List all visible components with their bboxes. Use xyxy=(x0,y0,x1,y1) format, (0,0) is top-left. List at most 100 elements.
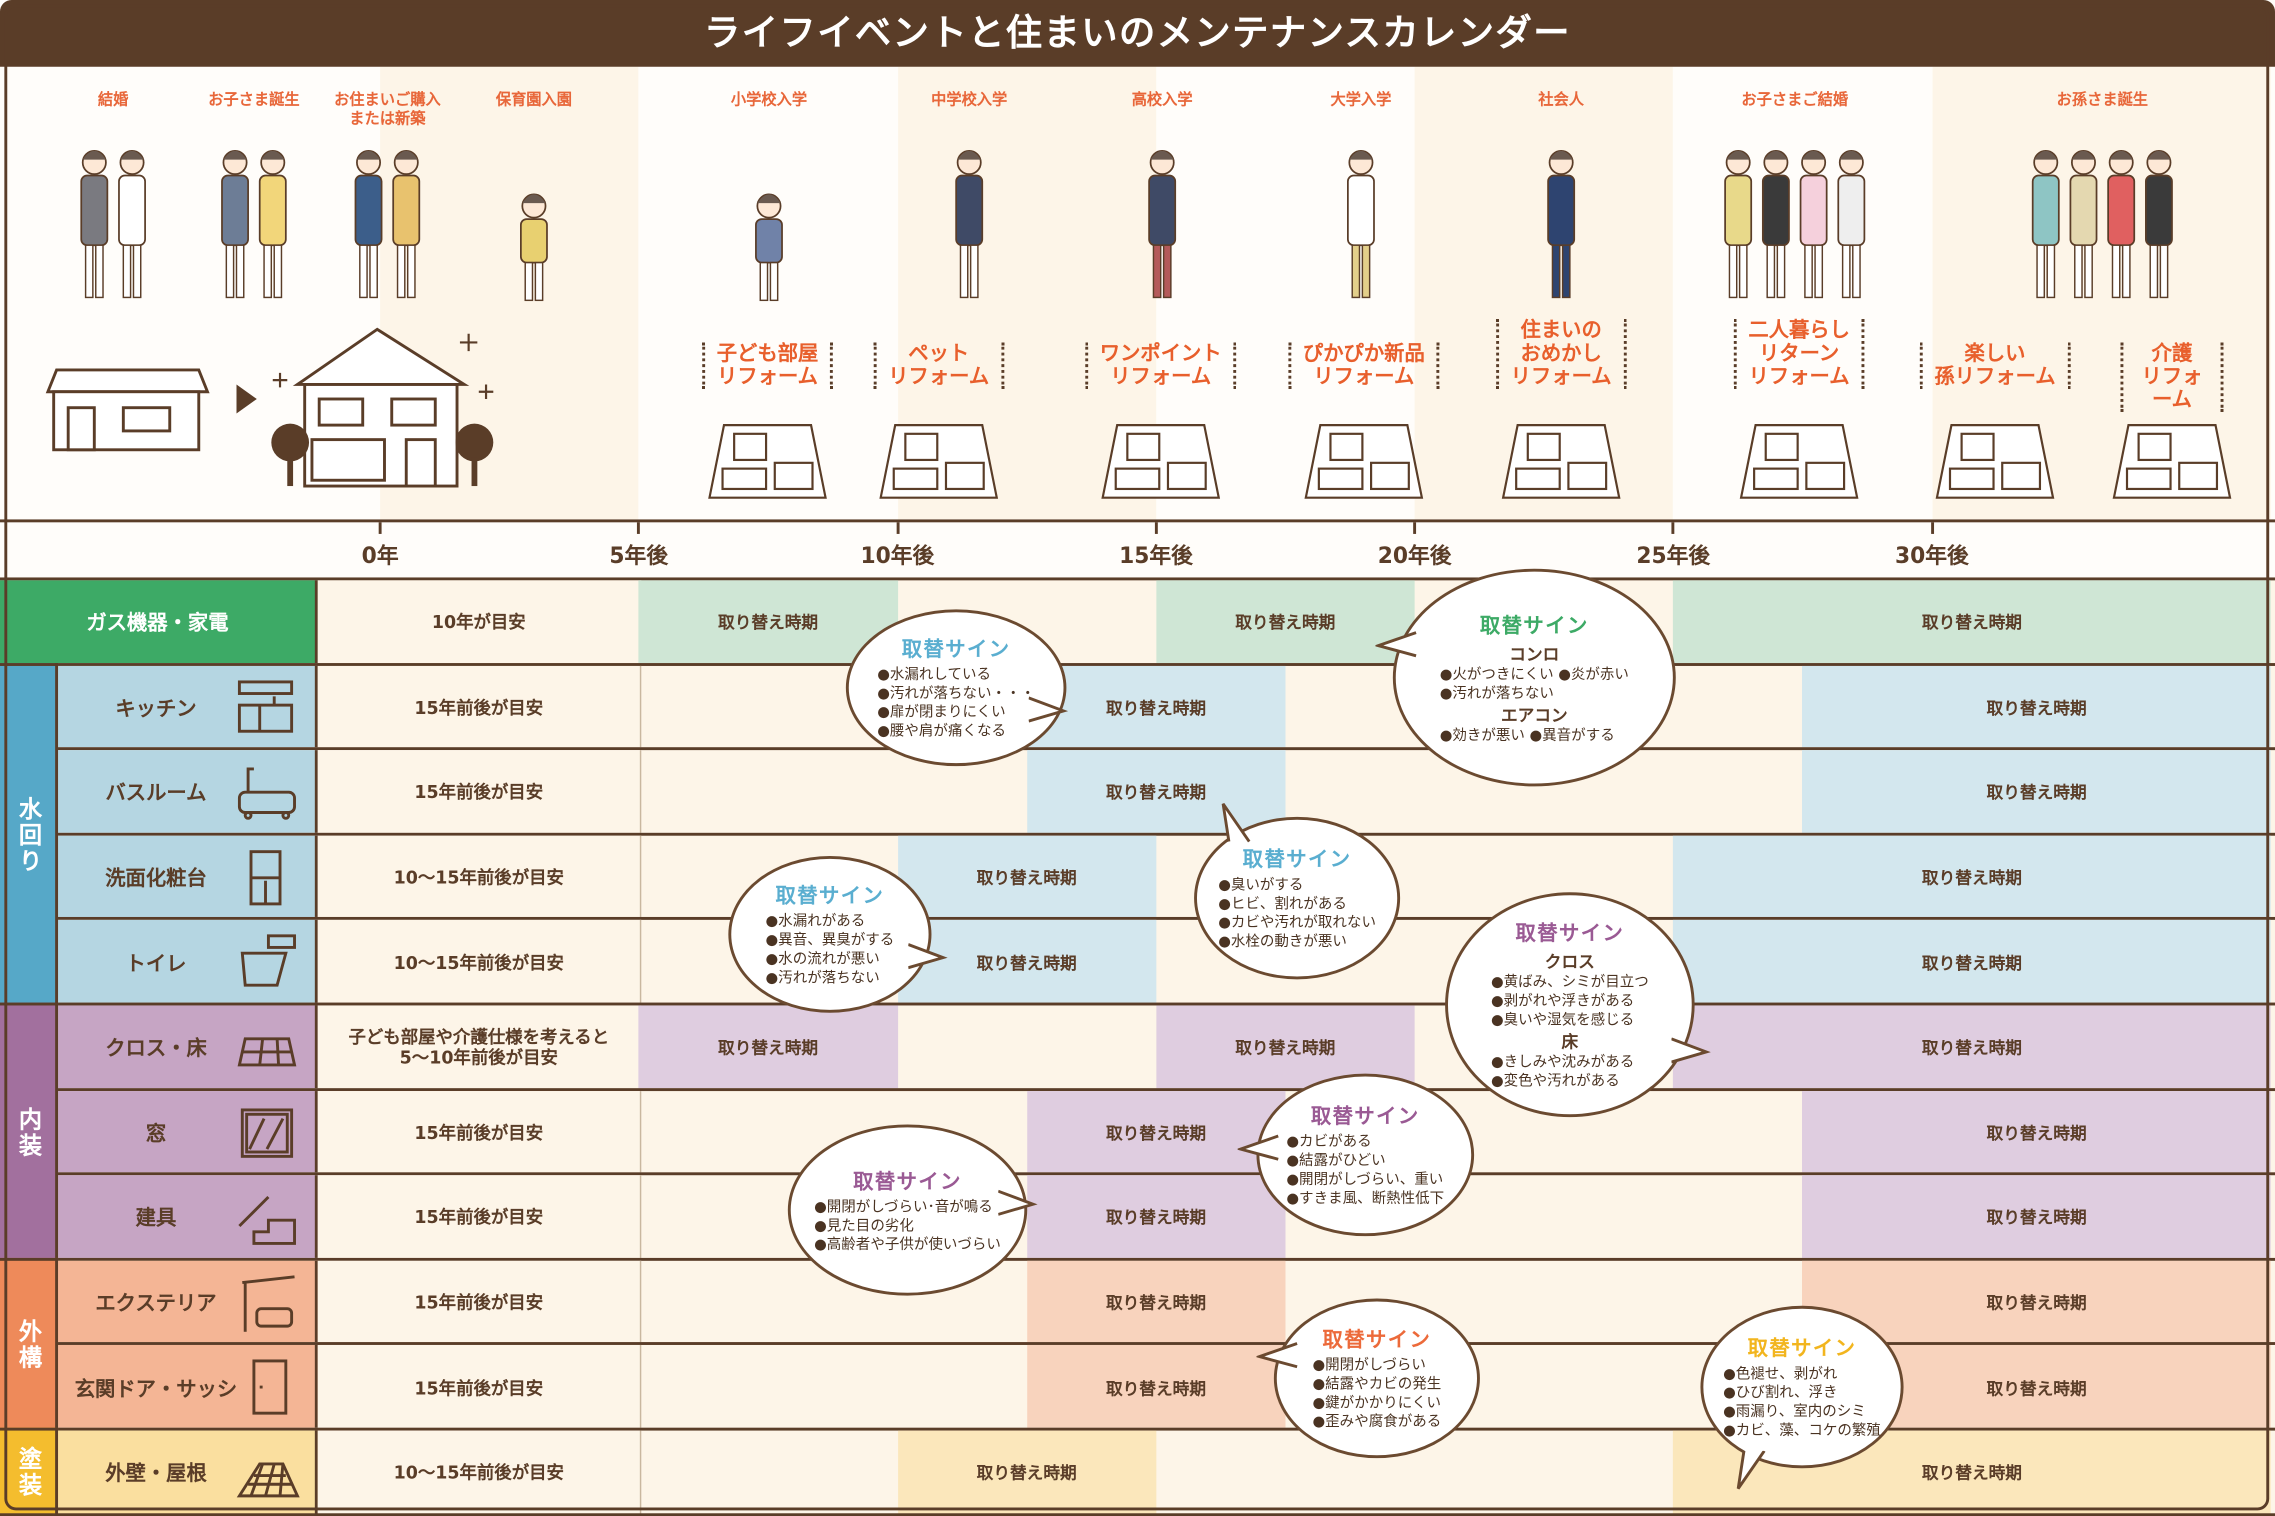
bubble-heading: クロス xyxy=(1544,951,1595,973)
axis-tick-mark xyxy=(1413,522,1417,534)
bubble-item: ●扉が閉まりにくい xyxy=(877,705,1006,722)
row-label: 洗面化粧台 xyxy=(58,835,318,921)
bubble-item: ●臭いがする xyxy=(1218,877,1304,894)
group-label: 内装 xyxy=(0,1002,59,1261)
life-event-label: 結婚 xyxy=(97,91,129,109)
row-label: ガス機器・家電 xyxy=(0,580,318,666)
room-illustration xyxy=(2112,424,2232,499)
room-illustration xyxy=(1935,424,2055,499)
bubble-tail xyxy=(1028,696,1069,723)
row-label: キッチン xyxy=(58,665,318,751)
bubble-title: 取替サイン xyxy=(1747,1337,1857,1361)
bubble-body: ●カビがある●結露がひどい●開閉がしづらい、重い●すきま風、断熱性低下 xyxy=(1286,1133,1444,1208)
life-event-label: 高校入学 xyxy=(1131,91,1193,109)
row-label-text: 玄関ドア・サッシ xyxy=(74,1377,238,1402)
bubble-item: ●鍵がかかりにくい xyxy=(1312,1395,1441,1412)
period-label: 取り替え時期 xyxy=(1921,867,2022,889)
bubble-item: ●異音、異臭がする xyxy=(765,932,895,949)
bubble-tail xyxy=(908,943,948,970)
row-guide: 15年前後が目安 xyxy=(317,1090,642,1176)
bubble-title: 取替サイン xyxy=(1515,922,1625,946)
replacement-sign-bubble: 取替サイン●水漏れがある●異音、異臭がする●水の流れが悪い●汚れが落ちない xyxy=(728,856,932,1013)
room-illustration xyxy=(1739,424,1859,499)
row-label-text: 窓 xyxy=(145,1122,167,1147)
replacement-sign-bubble: 取替サインコンロ●火がつきにくい ●炎が赤い●汚れが落ちないエアコン●効きが悪い… xyxy=(1392,568,1676,787)
replacement-period: 取り替え時期 xyxy=(1026,1175,1286,1261)
life-event-label: お子さま誕生 xyxy=(208,91,300,109)
replacement-sign-bubble: 取替サインクロス●黄ばみ、シミが目立つ●剥がれや浮きがある●臭いや湿気を感じる床… xyxy=(1445,892,1695,1118)
replacement-period: 取り替え時期 xyxy=(1673,835,2271,921)
bubble-body: クロス●黄ばみ、シミが目立つ●剥がれや浮きがある●臭いや湿気を感じる床●きしみや… xyxy=(1491,950,1649,1091)
axis-tick-mark xyxy=(1671,522,1675,534)
row-label: 窓 xyxy=(58,1090,318,1176)
replacement-period: 取り替え時期 xyxy=(1802,665,2271,751)
period-label: 取り替え時期 xyxy=(1235,612,1336,634)
house-illustration xyxy=(45,327,494,488)
period-label: 取り替え時期 xyxy=(1105,1292,1207,1314)
axis-tick-mark xyxy=(378,522,382,534)
period-label: 取り替え時期 xyxy=(718,1037,819,1059)
life-event-label: 保育園入園 xyxy=(495,91,573,109)
replacement-period: 取り替え時期 xyxy=(897,920,1156,1006)
bubble-item: ●火がつきにくい ●炎が赤い xyxy=(1439,666,1629,683)
frame-border xyxy=(4,4,2270,1511)
row-label: 玄関ドア・サッシ xyxy=(58,1345,318,1431)
roof-icon xyxy=(236,1462,300,1498)
bubble-item: ●腰や肩が痛くなる xyxy=(877,723,1006,740)
person-illustration xyxy=(1347,150,1375,299)
axis-tick-label: 25年後 xyxy=(1636,542,1711,569)
period-label: 取り替え時期 xyxy=(1105,1207,1207,1229)
row-label-text: トイレ xyxy=(125,952,187,976)
bubble-item: ●黄ばみ、シミが目立つ xyxy=(1490,974,1649,991)
bubble-item: ●ひび割れ、浮き xyxy=(1723,1385,1838,1402)
bubble-heading: エアコン xyxy=(1500,704,1568,725)
bubble-item: ●きしみや沈みがある xyxy=(1490,1054,1635,1071)
bubble-heading: コンロ xyxy=(1509,643,1560,664)
bubble-body: コンロ●火がつきにくい ●炎が赤い●汚れが落ちないエアコン●効きが悪い ●異音が… xyxy=(1440,642,1629,745)
bubble-item: ●すきま風、断熱性低下 xyxy=(1286,1191,1445,1208)
axis-tick-mark xyxy=(895,522,899,534)
bubble-item: ●変色や汚れがある xyxy=(1490,1073,1620,1090)
row-guide: 15年前後が目安 xyxy=(317,750,642,836)
life-event-label: お住まいご購入 または新築 xyxy=(334,91,441,128)
group-label: 水回り xyxy=(0,662,59,1006)
bubble-title: 取替サイン xyxy=(1242,848,1352,872)
period-label: 取り替え時期 xyxy=(1105,782,1207,804)
axis-tick-label: 15年後 xyxy=(1119,542,1193,569)
reform-label: 楽しい 孫リフォーム xyxy=(1919,342,2071,389)
row-guide: 10〜15年前後が目安 xyxy=(317,1430,642,1516)
period-label: 取り替え時期 xyxy=(1986,1377,2087,1399)
bubble-title: 取替サイン xyxy=(1479,614,1589,638)
bubble-item: ●効きが悪い ●異音がする xyxy=(1439,727,1615,744)
bubble-item: ●汚れが落ちない・・・ xyxy=(877,686,1036,703)
bubble-item: ●水の流れが悪い xyxy=(765,951,880,968)
axis-tick-label: 5年後 xyxy=(609,542,669,569)
bubble-item: ●開閉がしづらい xyxy=(1312,1358,1426,1374)
row-label: クロス・床 xyxy=(58,1005,318,1091)
period-label: 取り替え時期 xyxy=(1235,1037,1336,1059)
bubble-tail xyxy=(1221,802,1251,843)
bubble-body: ●開閉がしづらい●結露やカビの発生●鍵がかかりにくい●歪みや腐食がある xyxy=(1313,1357,1442,1432)
bubble-tail xyxy=(1375,631,1417,658)
bubble-title: 取替サイン xyxy=(775,885,885,909)
row-guide: 10〜15年前後が目安 xyxy=(317,835,642,921)
row-guide: 子ども部屋や介護仕様を考えると 5〜10年前後が目安 xyxy=(317,1005,642,1091)
row-label: 建具 xyxy=(58,1175,318,1261)
life-event-label: 中学校入学 xyxy=(931,91,1008,109)
bathtub-icon xyxy=(237,767,296,821)
reform-label: 介護 リフォーム xyxy=(2120,342,2224,413)
row-guide: 15年前後が目安 xyxy=(317,1175,642,1261)
row-label-text: 建具 xyxy=(135,1207,177,1232)
life-event-label: 小学校入学 xyxy=(730,91,808,109)
room-illustration xyxy=(879,424,999,499)
axis-tick-label: 20年後 xyxy=(1377,542,1452,569)
row-guide: 15年前後が目安 xyxy=(317,1260,642,1346)
reform-label: 子ども部屋 リフォーム xyxy=(702,342,833,389)
bubble-item: ●開閉がしづらい、重い xyxy=(1286,1172,1444,1189)
row-label: トイレ xyxy=(58,920,318,1006)
